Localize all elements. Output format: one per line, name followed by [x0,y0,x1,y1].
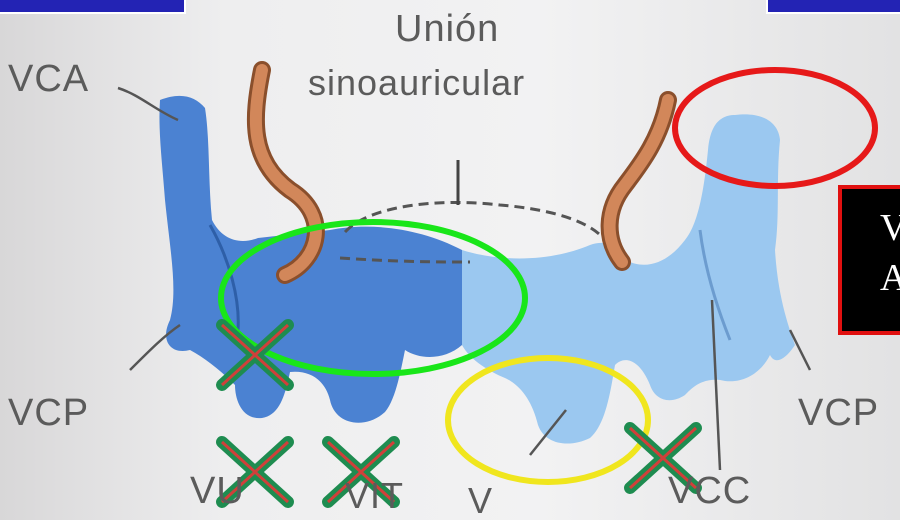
leader-vcp-right [790,330,810,370]
label-vcp-left: VCP [8,392,89,435]
callout-box: V A [838,185,900,335]
callout-line1: V [880,203,900,253]
junction-title-line1: Unión [395,8,499,51]
label-vcp-right: VCP [798,392,879,435]
label-v: V [468,480,493,520]
label-vu: VU [190,470,245,513]
label-vca: VCA [8,58,89,101]
label-vit: VIT [345,475,404,517]
callout-line2: A [880,253,900,303]
label-vcc: VCC [668,470,751,513]
junction-title-line2: sinoauricular [308,62,525,104]
right-sinus-horn [462,114,795,443]
